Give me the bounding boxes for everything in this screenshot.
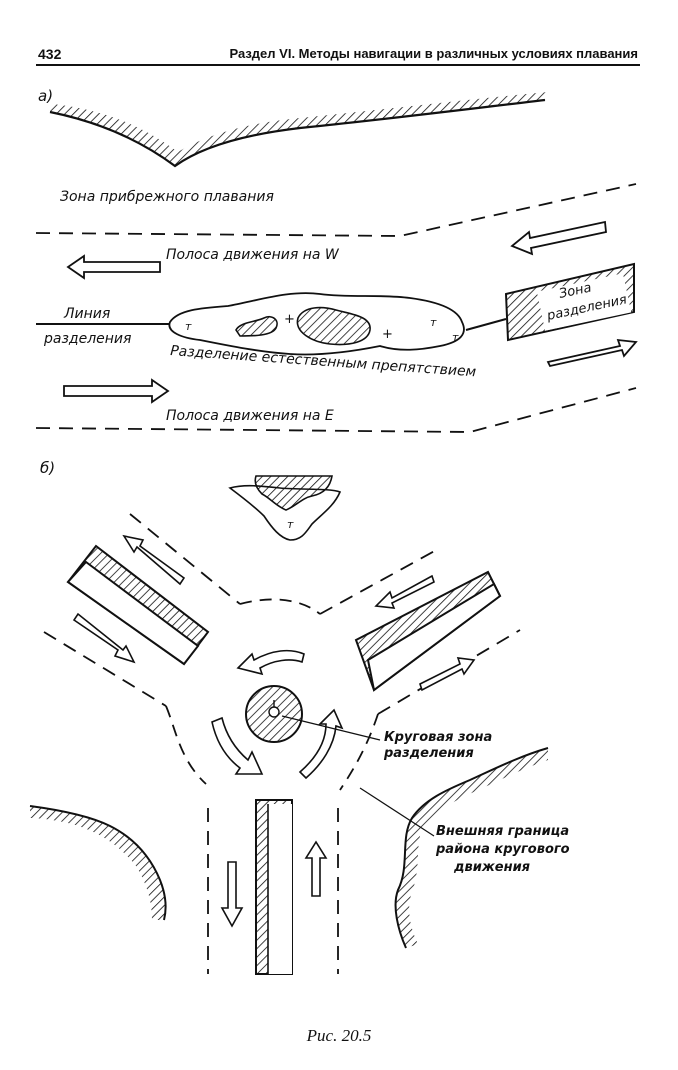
eastbound-arrow-left [64, 380, 168, 402]
island-symbol-t3: т [452, 331, 459, 344]
panel-b-letter: б) [40, 459, 55, 477]
separation-line-label-2: разделения [43, 331, 131, 347]
westbound-arrow-right [512, 222, 606, 254]
coastal-zone-label: Зона прибрежного плавания [60, 189, 274, 205]
sw-coast-hatching [30, 806, 166, 920]
island-symbol-t2: т [430, 316, 437, 329]
figure-caption: Рис. 20.5 [0, 1026, 678, 1046]
outer-boundary-label-1: Внешняя граница [436, 824, 569, 839]
circular-zone-label-1: Круговая зона [384, 730, 492, 745]
outer-boundary-label-3: движения [453, 860, 530, 875]
lane-east-label: Полоса движения на E [166, 408, 334, 424]
panel-a-letter: а) [38, 87, 53, 105]
south-arrow-inbound [306, 842, 326, 896]
eastbound-arrow-right [548, 340, 636, 366]
ne-arrow-outbound [420, 658, 474, 690]
outer-boundary-label-2: района кругового [435, 842, 570, 857]
south-zone-white [268, 804, 292, 974]
roundabout-arrow-right [300, 710, 342, 778]
top-island-symbol: т [287, 518, 294, 531]
panel-b: б) т [30, 459, 570, 974]
separation-line-right [466, 319, 506, 330]
island-symbol-plus1: + [284, 312, 295, 327]
south-arrow-outbound [222, 862, 242, 926]
separation-line-label-1: Линия [63, 306, 110, 322]
circular-zone-label-2: разделения [383, 746, 474, 761]
island-symbol-plus2: + [382, 327, 393, 342]
lane-west-label: Полоса движения на W [166, 247, 340, 263]
island-symbol-t1: т [185, 320, 192, 333]
panel-a: а) Зона прибрежного плавания Полоса движ… [36, 87, 636, 432]
westbound-arrow-left [68, 256, 160, 278]
roundabout-arrow-top [238, 651, 304, 674]
nw-channel-lower-boundary [44, 632, 166, 706]
